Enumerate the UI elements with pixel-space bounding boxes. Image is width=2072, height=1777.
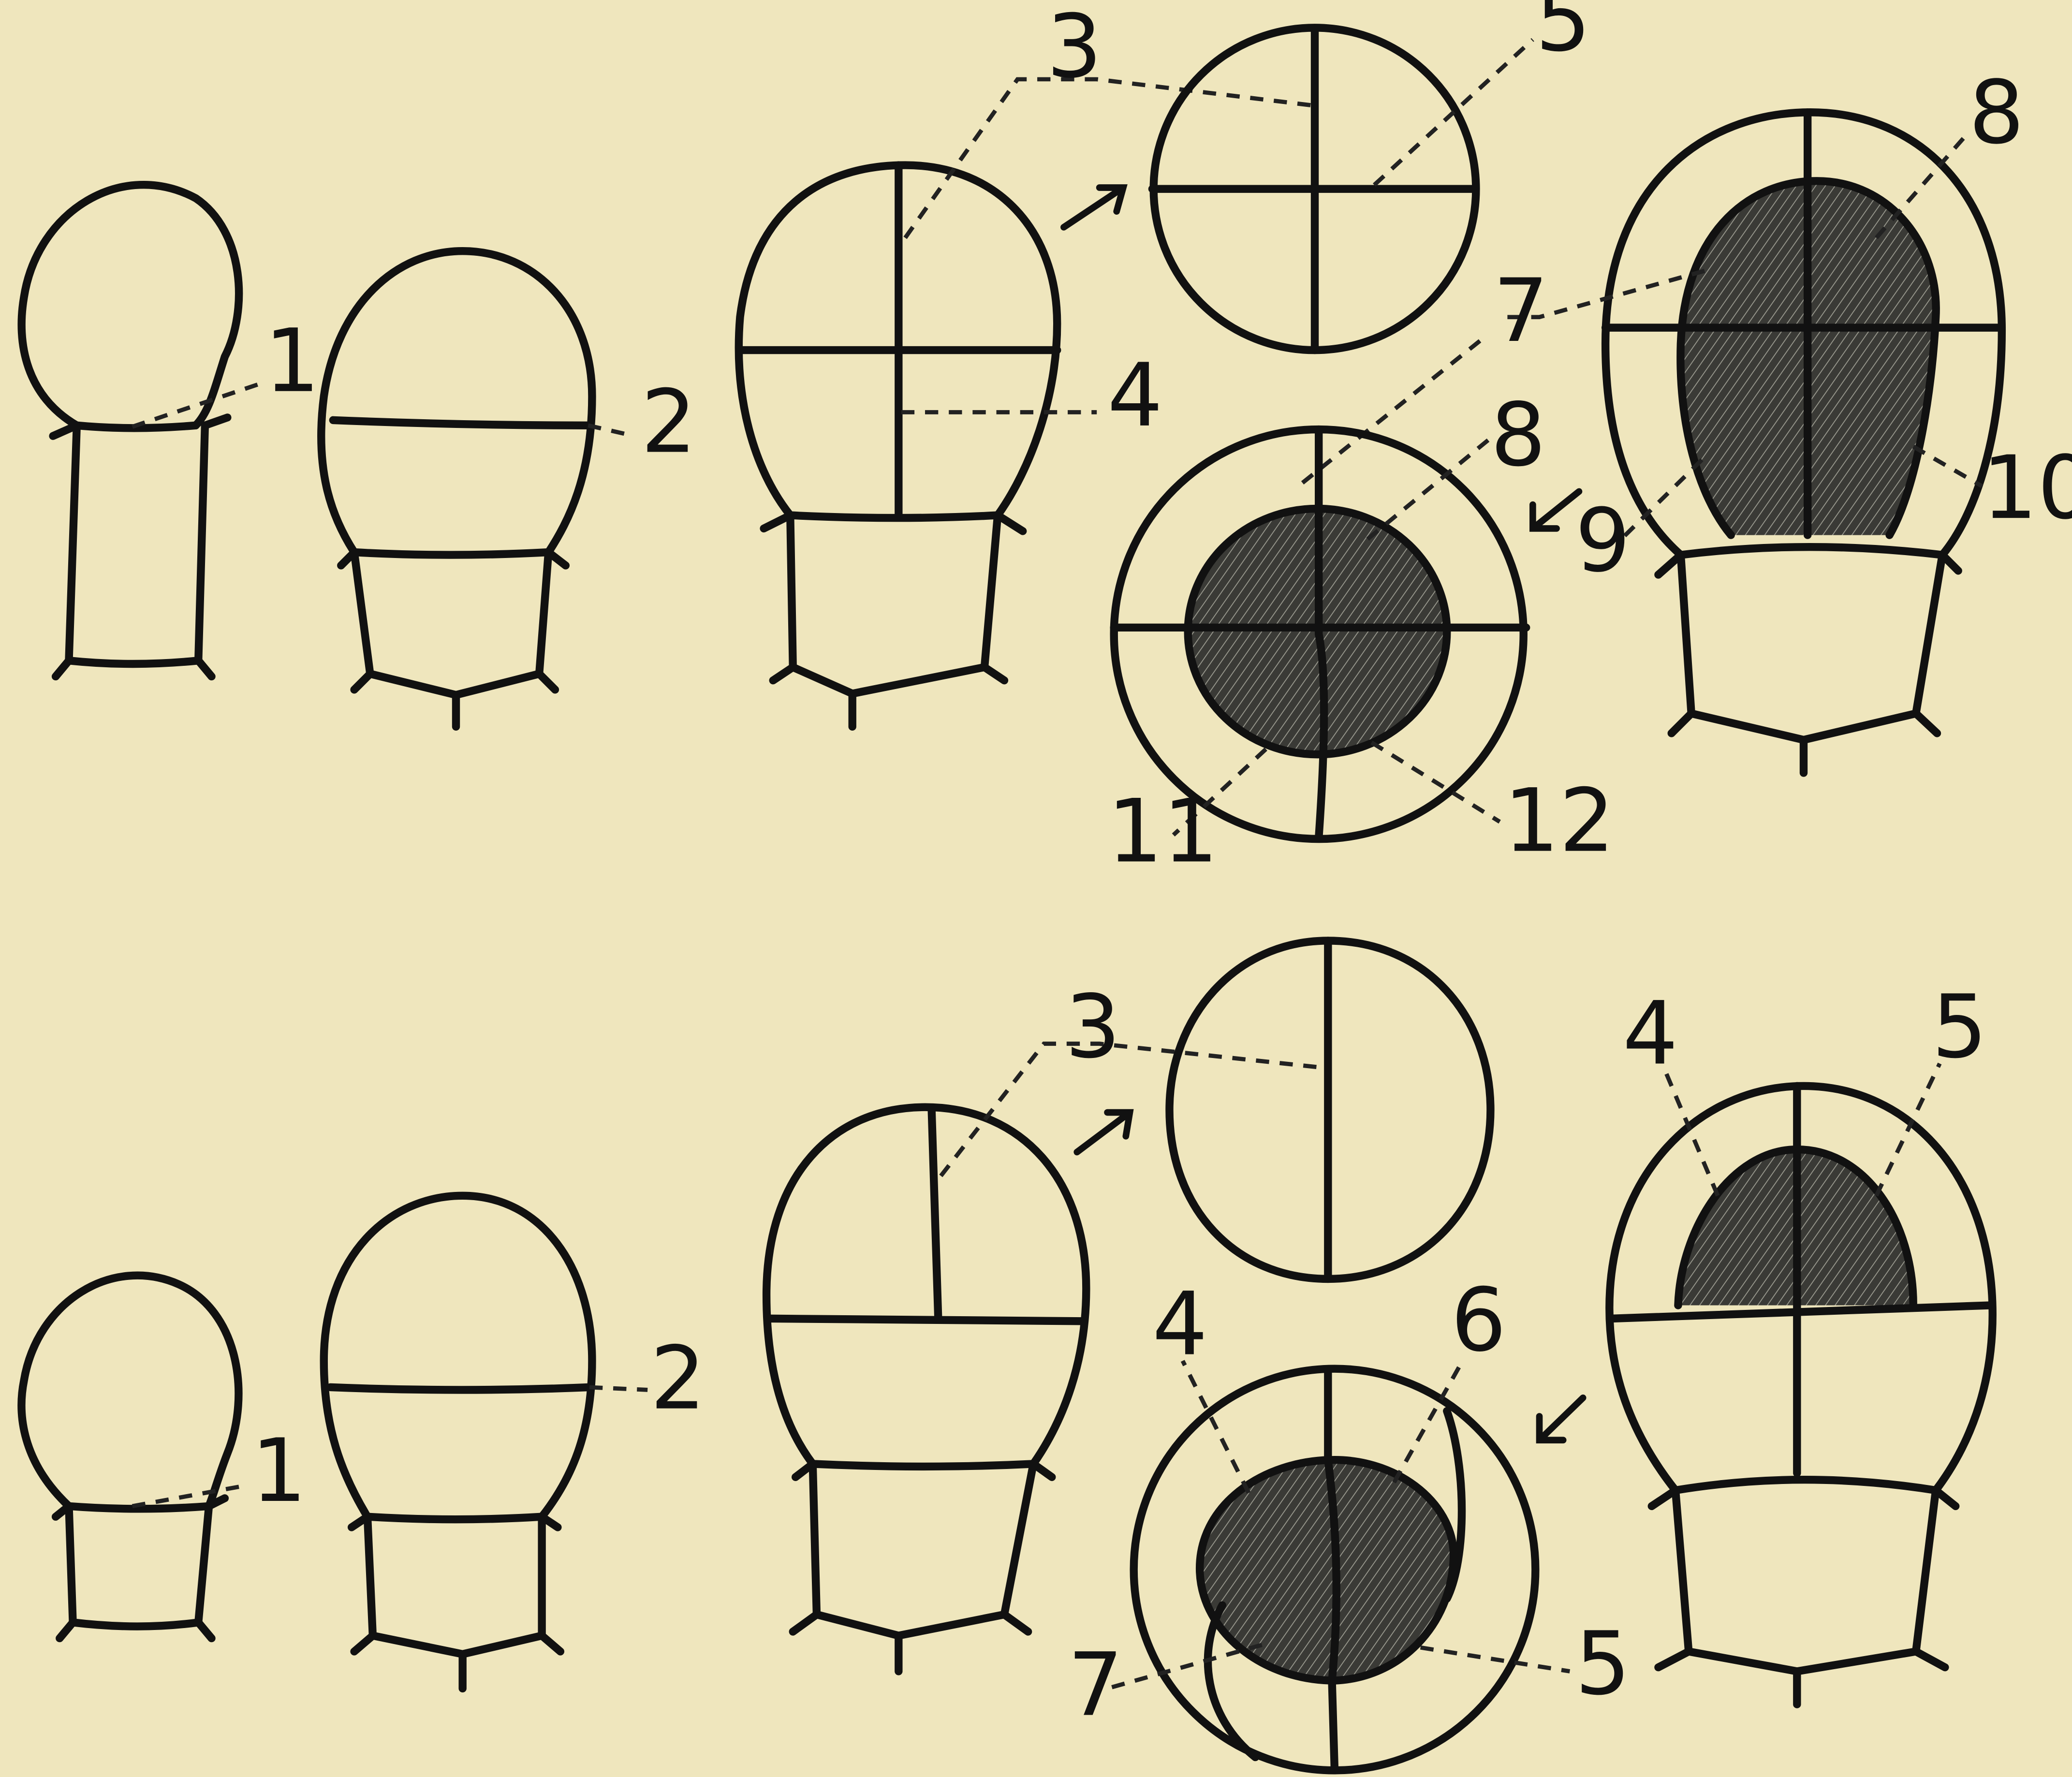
top-stage-2-embryo [321, 251, 592, 727]
bottom-label-4a: 4 [1623, 983, 1678, 1085]
top-label-1: 1 [265, 310, 320, 412]
top-label-10: 10 [1982, 437, 2072, 539]
bottom-label-7: 7 [1068, 1634, 1123, 1736]
top-label-11-group: 11 [1107, 749, 1266, 882]
top-label-2-group: 2 [588, 371, 696, 472]
top-label-9: 9 [1575, 490, 1631, 591]
top-label-11: 11 [1107, 780, 1218, 882]
bottom-stage-4-embryo [1609, 1086, 1992, 1704]
top-label-8b: 8 [1490, 384, 1546, 486]
bottom-arrow-to-second-section [1540, 1398, 1583, 1440]
top-label-10-group: 10 [1913, 437, 2072, 539]
top-label-7: 7 [1493, 260, 1549, 362]
top-stage-3-embryo [739, 165, 1057, 727]
bottom-label-4b: 4 [1152, 1274, 1208, 1375]
top-cross-section-circle [1152, 28, 1476, 350]
top-label-3: 3 [1046, 0, 1102, 97]
bottom-arrow-to-section [1077, 1113, 1130, 1152]
top-arrow-to-second-section [1533, 491, 1579, 529]
top-label-5-group: 5 [1374, 0, 1591, 185]
top-label-12-group: 12 [1372, 743, 1615, 872]
top-label-12: 12 [1504, 770, 1615, 872]
bottom-cross-section-circle [1169, 940, 1490, 1278]
top-label-5: 5 [1535, 0, 1591, 71]
top-label-4-group: 4 [901, 345, 1163, 446]
bottom-label-3-group: 3 [941, 976, 1322, 1176]
bottom-label-1: 1 [251, 1420, 307, 1522]
bottom-label-3: 3 [1065, 976, 1121, 1078]
bottom-label-5a: 5 [1932, 976, 1987, 1078]
bottom-stage-2-embryo [324, 1196, 592, 1689]
bottom-label-7-group: 7 [1068, 1634, 1262, 1736]
bottom-label-6: 6 [1451, 1269, 1506, 1371]
top-stage-1-embryo [22, 185, 239, 676]
bottom-stage-1-embryo [21, 1276, 238, 1638]
top-arrow-to-section [1064, 188, 1123, 227]
top-label-8a: 8 [1969, 62, 2025, 163]
bottom-label-4a-group: 4 [1623, 983, 1718, 1196]
top-second-cross-section [1114, 429, 1526, 839]
bottom-second-cross-section [1134, 1369, 1536, 1771]
top-label-8a-group: 8 [1876, 62, 2024, 238]
bottom-label-5a-group: 5 [1876, 976, 1987, 1196]
bottom-label-2-group: 2 [589, 1328, 705, 1429]
top-label-2: 2 [641, 371, 697, 472]
bottom-label-5b: 5 [1575, 1613, 1631, 1715]
top-label-4: 4 [1107, 345, 1163, 446]
bottom-label-2: 2 [650, 1328, 706, 1429]
bottom-label-6-group: 6 [1394, 1269, 1506, 1482]
top-stage-4-embryo [1605, 112, 2002, 773]
top-label-8b-group: 8 [1367, 384, 1546, 539]
top-label-1-group: 1 [132, 310, 320, 427]
bottom-stage-3-embryo [766, 1107, 1086, 1672]
